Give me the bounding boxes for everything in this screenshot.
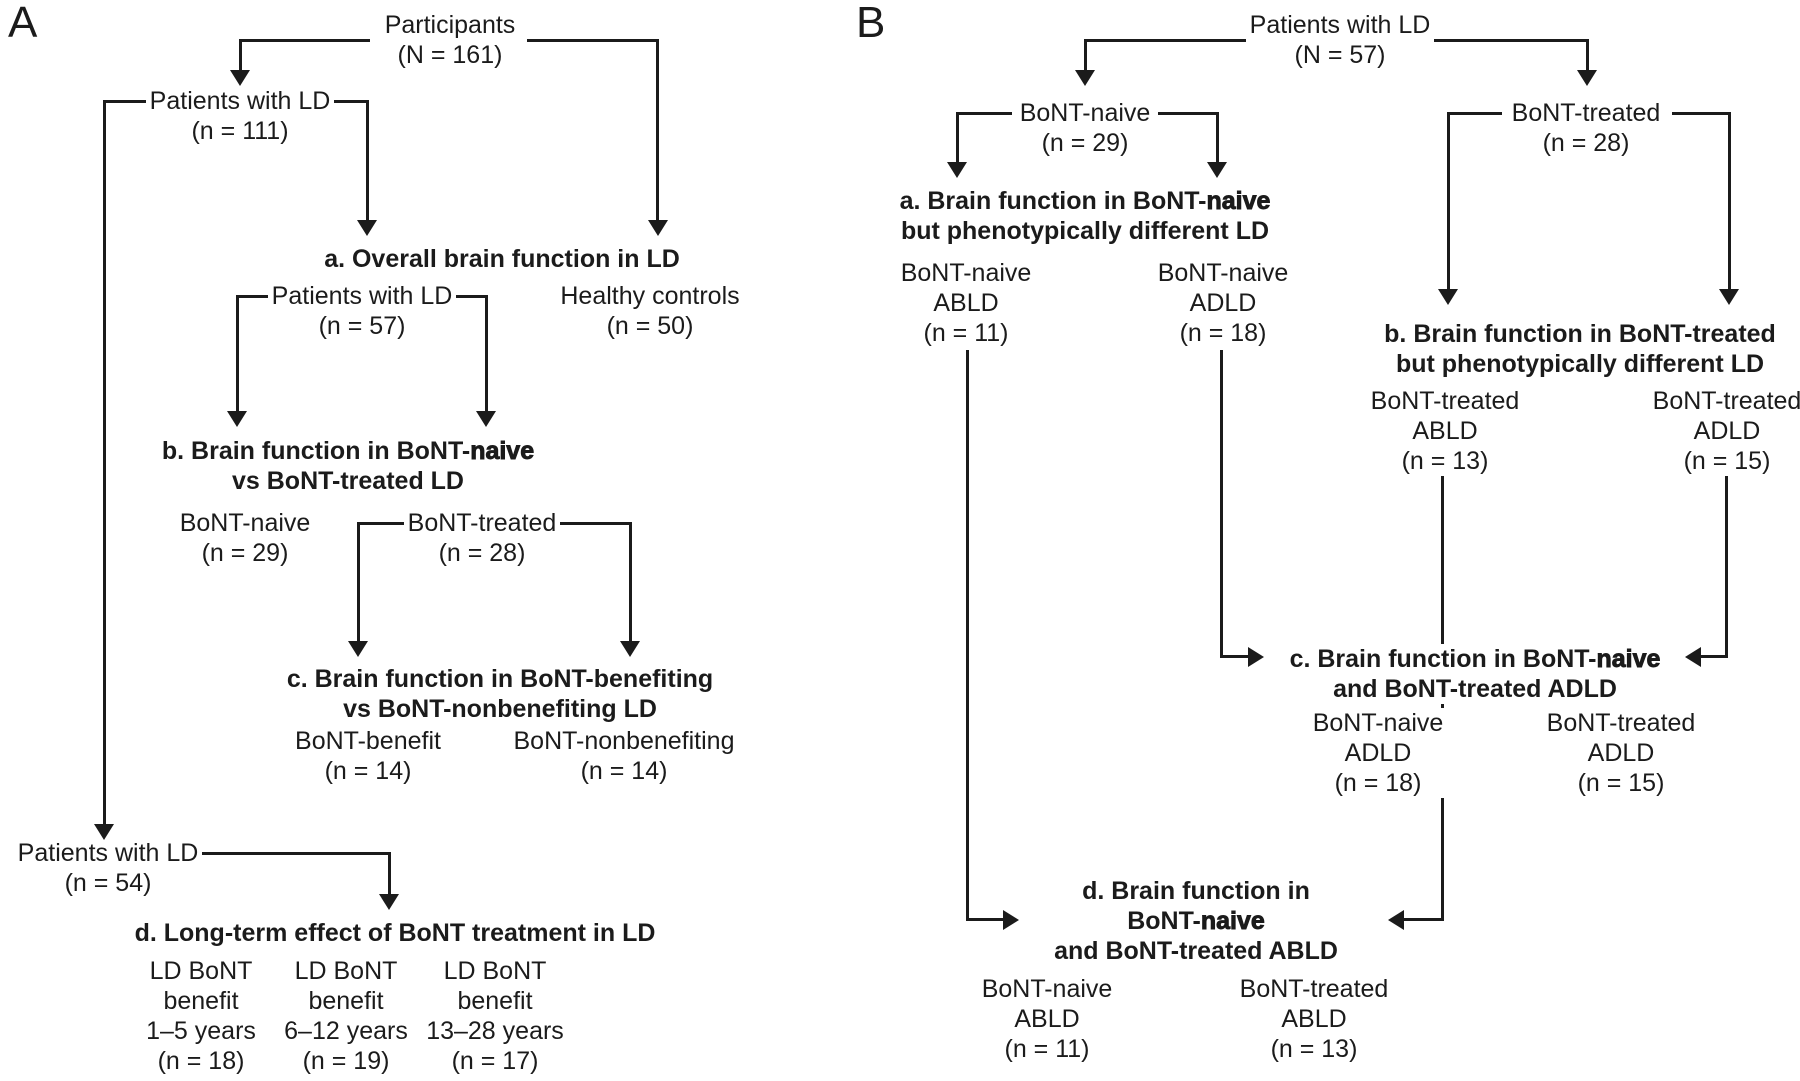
node-treated-abld-13: BoNT-treated ABLD (n = 13) [1370, 387, 1520, 475]
connector-line [656, 39, 659, 220]
node-naive-adld-18: BoNT-naive ADLD (n = 18) [1157, 259, 1289, 347]
heading-bb-treated-phenotypically-different: b. Brain function in BoNT-treated but ph… [1384, 320, 1776, 378]
heading-d-long-term-effect: d. Long-term effect of BoNT treatment in… [134, 919, 656, 947]
connector-line [956, 112, 959, 162]
panel-b-label: B [856, 0, 886, 47]
connector-line [358, 522, 404, 525]
connector-line [527, 39, 658, 42]
node-bont-naive-29: BoNT-naive (n = 29) [179, 509, 311, 567]
connector-line [1725, 476, 1728, 658]
node-c-treated-adld-15: BoNT-treated ADLD (n = 15) [1546, 709, 1696, 797]
connector-line [1216, 112, 1219, 162]
connector-line [560, 522, 631, 525]
connector-line [366, 100, 369, 220]
connector-line [1404, 918, 1444, 921]
connector-line [334, 100, 368, 103]
node-patients-ld-111: Patients with LD (n = 111) [149, 87, 331, 145]
node-bont-treated-28: BoNT-treated (n = 28) [407, 509, 557, 567]
connector-line [966, 918, 1003, 921]
arrowhead-down [648, 220, 668, 236]
node-participants: Participants (N = 161) [384, 11, 516, 69]
arrowhead-down [357, 220, 377, 236]
connector-line [239, 39, 242, 70]
node-bont-treated-28-b: BoNT-treated (n = 28) [1511, 99, 1661, 157]
panel-a-label: A [8, 0, 38, 47]
node-ld-benefit-6-12: LD BoNT benefit 6–12 years (n = 19) [284, 957, 408, 1075]
connector-line [104, 100, 146, 103]
heading-a-overall-brain-function: a. Overall brain function in LD [324, 245, 680, 273]
connector-line [1085, 39, 1246, 42]
node-c-naive-adld-18: BoNT-naive ADLD (n = 18) [1304, 708, 1452, 798]
arrowhead-down [94, 824, 114, 840]
connector-line [236, 295, 239, 411]
node-ld-benefit-1-5: LD BoNT benefit 1–5 years (n = 18) [146, 957, 256, 1075]
connector-line [456, 295, 487, 298]
arrowhead-down [1207, 162, 1227, 178]
arrowhead-right [1003, 910, 1019, 930]
connector-line [1084, 39, 1087, 70]
arrowhead-down [348, 641, 368, 657]
connector-line [629, 522, 632, 641]
arrowhead-down [1075, 70, 1095, 86]
node-bont-naive-29-b: BoNT-naive (n = 29) [1019, 99, 1151, 157]
arrowhead-down [620, 641, 640, 657]
connector-line [1220, 655, 1248, 658]
connector-line [202, 852, 390, 855]
arrowhead-left [1685, 647, 1701, 667]
arrowhead-down [227, 411, 247, 427]
connector-line [485, 295, 488, 411]
arrowhead-down [947, 162, 967, 178]
connector-line [966, 350, 969, 921]
node-patients-ld-54: Patients with LD (n = 54) [17, 839, 199, 897]
connector-line [1434, 39, 1588, 42]
connector-line [1220, 350, 1223, 658]
connector-line [237, 295, 268, 298]
connector-line [103, 100, 106, 824]
heading-c-benefiting: c. Brain function in BoNT-benefiting vs … [286, 665, 714, 723]
node-ld-benefit-13-28: LD BoNT benefit 13–28 years (n = 17) [426, 957, 564, 1075]
node-naive-abld-11: BoNT-naive ABLD (n = 11) [900, 259, 1032, 347]
node-treated-adld-15: BoNT-treated ADLD (n = 15) [1652, 387, 1800, 475]
node-d-naive-abld-11: BoNT-naive ABLD (n = 11) [981, 975, 1113, 1063]
arrowhead-down [1719, 289, 1739, 305]
connector-line [388, 852, 391, 894]
heading-ba-naive-phenotypically-different: a. Brain function in BoNT-naive but phen… [899, 187, 1271, 245]
arrowhead-down [1577, 70, 1597, 86]
connector-line [1728, 112, 1731, 289]
heading-bd-naive-treated-abld: d. Brain function in BoNT-naive and BoNT… [1054, 877, 1338, 965]
connector-line [1158, 112, 1218, 115]
connector-line [1447, 112, 1450, 289]
node-healthy-controls: Healthy controls (n = 50) [560, 282, 740, 340]
arrowhead-down [1438, 289, 1458, 305]
connector-line [957, 112, 1012, 115]
connector-line [1701, 655, 1728, 658]
arrowhead-down [476, 411, 496, 427]
node-d-treated-abld-13: BoNT-treated ABLD (n = 13) [1239, 975, 1389, 1063]
connector-line [357, 522, 360, 641]
connector-line [1672, 112, 1730, 115]
node-patients-ld-57: Patients with LD (n = 57) [271, 282, 453, 340]
node-bont-nonbenefiting-14: BoNT-nonbenefiting (n = 14) [513, 727, 735, 785]
heading-b-naive-vs-treated: b. Brain function in BoNT-naive vs BoNT-… [161, 437, 535, 495]
heading-bc-naive-treated-adld: c. Brain function in BoNT-naive and BoNT… [1281, 644, 1669, 704]
connector-line [240, 39, 370, 42]
arrowhead-right [1248, 647, 1264, 667]
arrowhead-down [379, 894, 399, 910]
node-bont-benefit-14: BoNT-benefit (n = 14) [295, 727, 441, 785]
connector-line [1586, 39, 1589, 70]
arrowhead-left [1388, 910, 1404, 930]
node-patients-ld-57-b: Patients with LD (N = 57) [1249, 11, 1431, 69]
arrowhead-down [230, 70, 250, 86]
connector-line [1449, 112, 1502, 115]
